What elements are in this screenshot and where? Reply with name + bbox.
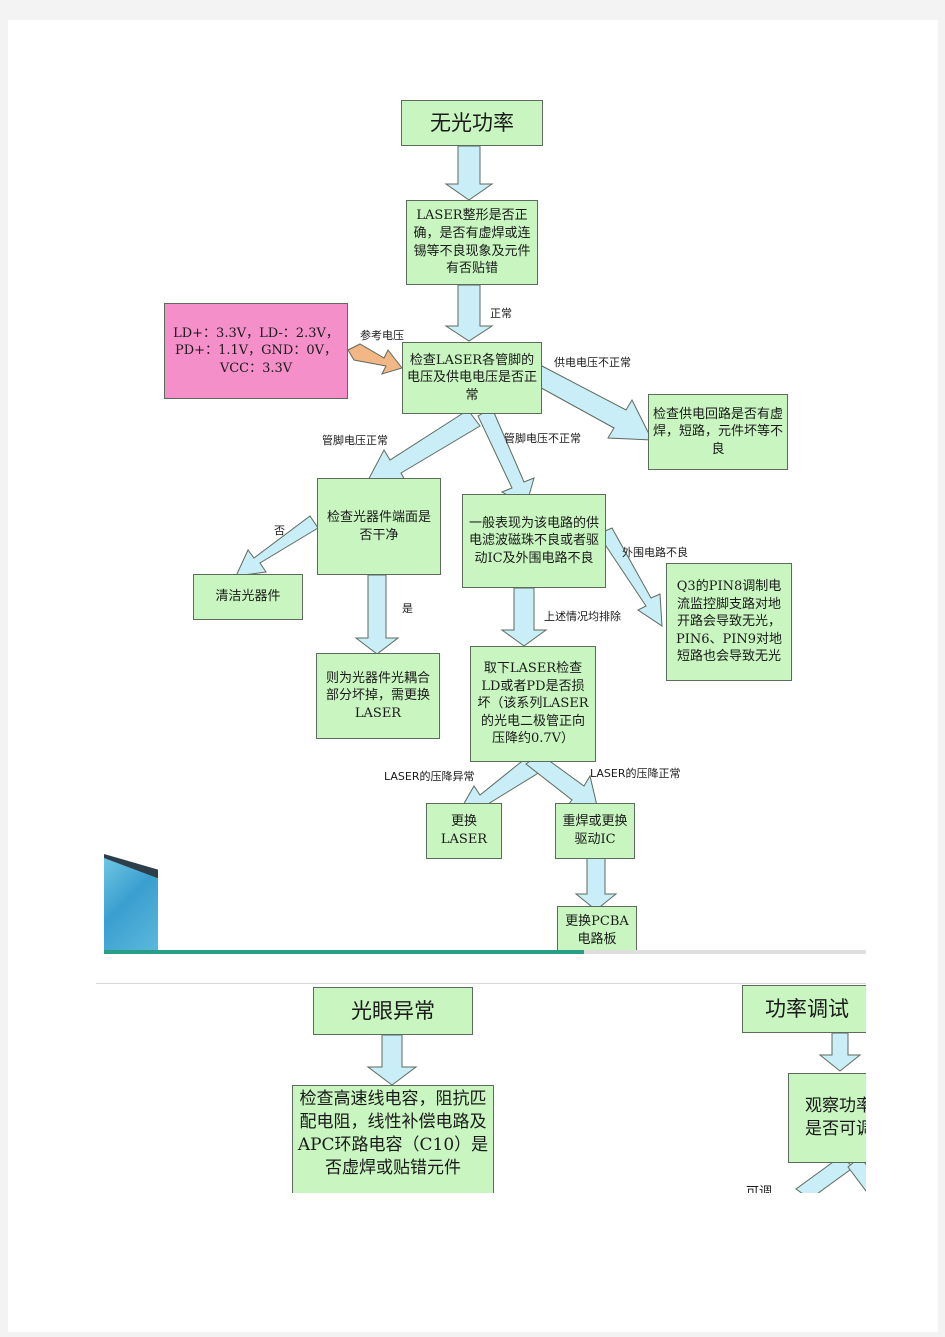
label-drop-normal: LASER的压降正常	[590, 767, 681, 780]
arrow-pins-to-supply	[533, 365, 653, 441]
node-check-optical-face: 检查光器件端面是否干净	[317, 478, 441, 575]
slide-bottom-rule	[104, 950, 584, 954]
label-normal: 正常	[490, 307, 512, 320]
node-check-caps: 检查高速线电容，阻抗匹配电阻，线性补偿电路及APC环路电容（C10）是否虚焊或贴…	[292, 1085, 494, 1193]
arrow-observe-adjustable	[795, 1156, 855, 1193]
label-yes: 是	[402, 602, 413, 615]
node-q3-pin8: Q3的PIN8调制电流监控脚支路对地开路会导致无光，PIN6、PIN9对地短路也…	[666, 563, 792, 681]
node-replace-pcba: 更换PCBA电路板	[557, 906, 637, 950]
label-periph-bad: 外围电路不良	[622, 546, 688, 559]
label-pin-normal: 管脚电压正常	[322, 434, 388, 447]
arrow-pins-to-general	[477, 407, 535, 507]
node-remove-laser-check: 取下LASER检查LD或者PD是否损坏（该系列LASER的光电二极管正向压降约0…	[470, 646, 596, 762]
arrow-eye-to-caps	[366, 1034, 418, 1086]
arrow-optical-yes	[354, 574, 400, 655]
flow-arrows-lower	[366, 1032, 866, 1193]
arrow-start-to-laser	[444, 145, 494, 201]
node-general-fault: 一般表现为该电路的供电滤波磁珠不良或者驱动IC及外围电路不良	[462, 494, 606, 588]
slide-bottom-rule-end	[584, 950, 866, 954]
flowchart-eye-and-power: 光眼异常 检查高速线电容，阻抗匹配电阻，线性补偿电路及APC环路电容（C10）是…	[96, 985, 866, 1193]
node-reference-voltage: LD+：3.3V，LD-：2.3V，PD+：1.1V，GND：0V，VCC：3.…	[164, 303, 348, 399]
label-excluded: 上述情况均排除	[544, 610, 621, 623]
label-drop-abnormal: LASER的压降异常	[384, 770, 475, 783]
arrow-laser-to-pins	[444, 284, 494, 342]
label-no: 否	[274, 524, 285, 537]
node-replace-laser: 更换LASER	[426, 803, 502, 859]
label-adjustable: 可调	[746, 1185, 773, 1193]
arrow-reference-voltage	[347, 343, 403, 375]
flowchart-no-optical-power: 无光功率 LASER整形是否正确，是否有虚焊或连锡等不良现象及元件有否贴错 LD…	[96, 98, 866, 950]
node-observe-power: 观察功率是否可调	[788, 1073, 866, 1163]
label-pin-abnormal: 管脚电压不正常	[504, 432, 581, 445]
arrow-remove-to-resolder	[525, 753, 599, 811]
node-check-pins: 检查LASER各管脚的电压及供电电压是否正常	[402, 342, 542, 414]
node-power-debug: 功率调试	[742, 985, 866, 1033]
node-check-supply-loop: 检查供电回路是否有虚焊，短路，元件坏等不良	[648, 394, 788, 470]
node-no-optical-power: 无光功率	[401, 100, 543, 146]
section-divider	[96, 983, 866, 984]
label-supply-abnormal: 供电电压不正常	[554, 356, 631, 369]
arrow-pins-to-optical	[363, 409, 481, 489]
node-resolder-ic: 重焊或更换驱动IC	[555, 803, 635, 859]
node-clean-optics: 清洁光器件	[193, 574, 303, 620]
arrow-power-to-observe	[818, 1032, 862, 1072]
arrow-general-to-q3	[597, 527, 663, 627]
node-check-laser-shape: LASER整形是否正确，是否有虚焊或连锡等不良现象及元件有否贴错	[406, 200, 538, 285]
label-reference-voltage: 参考电压	[360, 329, 404, 342]
node-replace-laser-coupling: 则为光器件光耦合部分坏掉，需更换LASER	[316, 653, 440, 739]
node-eye-abnormal: 光眼异常	[313, 987, 473, 1035]
arrow-resolder-to-pcba	[574, 857, 618, 911]
arrow-general-excluded	[500, 587, 548, 647]
flow-arrows	[235, 145, 663, 911]
